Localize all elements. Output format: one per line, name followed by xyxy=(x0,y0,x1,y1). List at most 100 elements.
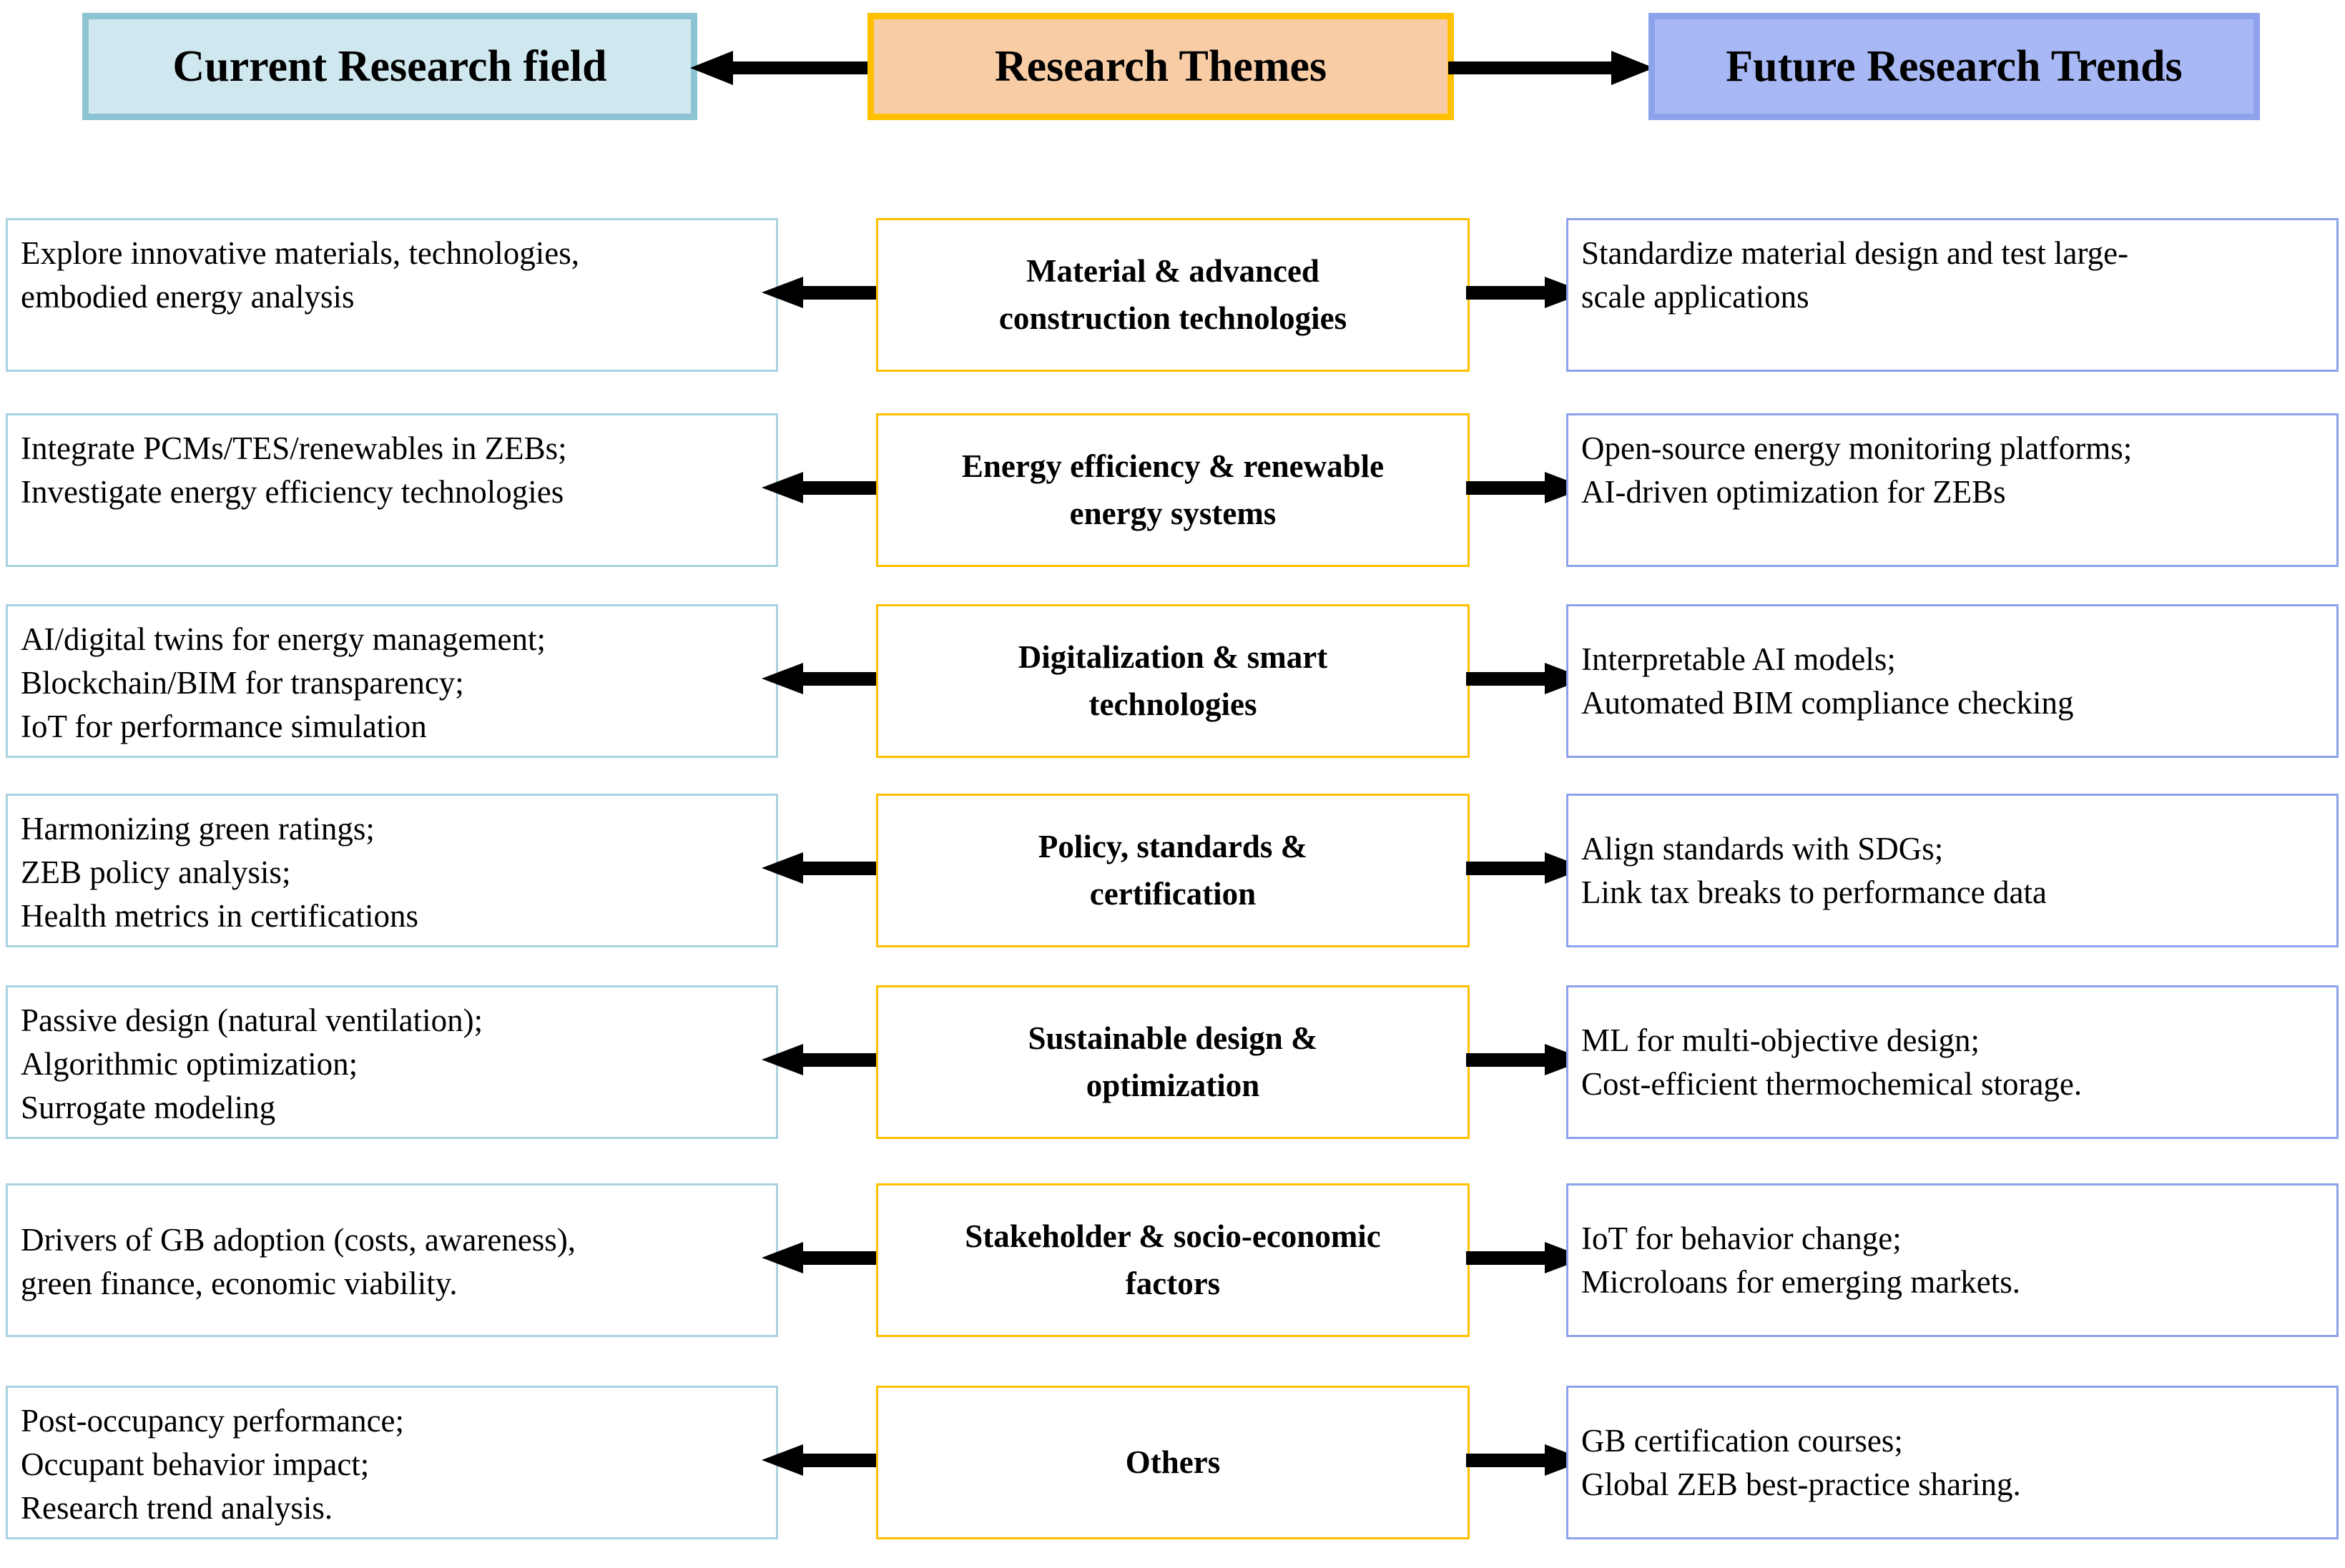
future-trend-cell[interactable]: Open-source energy monitoring platforms;… xyxy=(1566,413,2339,567)
arrow-shaft xyxy=(1466,1053,1546,1067)
text-line: Material & advanced xyxy=(1026,253,1319,290)
text-line: factors xyxy=(1125,1265,1221,1301)
current-research-text: Integrate PCMs/TES/renewables in ZEBs; I… xyxy=(21,427,766,514)
text-line: Automated BIM compliance checking xyxy=(1581,684,2074,721)
row-arrow-right-icon xyxy=(1466,663,1588,694)
text-line: Blockchain/BIM for transparency; xyxy=(21,664,464,701)
row-arrow-left-icon xyxy=(762,472,881,503)
future-trend-text: IoT for behavior change; Microloans for … xyxy=(1581,1197,2326,1304)
arrow-head-left-icon xyxy=(762,852,803,884)
text-line: green finance, economic viability. xyxy=(21,1265,458,1301)
arrow-head-left-icon xyxy=(762,1242,803,1273)
row-arrow-right-icon xyxy=(1466,1242,1588,1273)
research-theme-cell[interactable]: Digitalization & smart technologies xyxy=(876,604,1470,758)
arrow-head-left-icon xyxy=(690,51,733,85)
future-trend-cell[interactable]: IoT for behavior change; Microloans for … xyxy=(1566,1183,2339,1337)
arrow-shaft xyxy=(801,672,881,686)
text-line: GB certification courses; xyxy=(1581,1423,1903,1459)
text-line: IoT for performance simulation xyxy=(21,708,427,744)
text-line: ZEB policy analysis; xyxy=(21,854,291,890)
text-line: embodied energy analysis xyxy=(21,278,355,315)
current-research-cell[interactable]: Integrate PCMs/TES/renewables in ZEBs; I… xyxy=(6,413,778,567)
arrow-shaft xyxy=(727,61,877,74)
research-theme-text: Energy efficiency & renewable energy sys… xyxy=(943,443,1402,537)
text-line: Microloans for emerging markets. xyxy=(1581,1263,2021,1300)
arrow-shaft xyxy=(1466,1454,1546,1467)
header-band: Current Research field Research Themes F… xyxy=(0,0,2345,136)
current-research-cell[interactable]: Harmonizing green ratings; ZEB policy an… xyxy=(6,794,778,947)
text-line: Others xyxy=(1125,1444,1221,1480)
research-theme-text: Others xyxy=(1107,1439,1239,1486)
future-trend-cell[interactable]: GB certification courses; Global ZEB bes… xyxy=(1566,1386,2339,1539)
text-line: ML for multi-objective design; xyxy=(1581,1022,1980,1058)
text-line: technologies xyxy=(1088,686,1257,722)
future-trend-text: Align standards with SDGs; Link tax brea… xyxy=(1581,807,2326,914)
future-trend-text: ML for multi-objective design; Cost-effi… xyxy=(1581,999,2326,1106)
current-research-cell[interactable]: Drivers of GB adoption (costs, awareness… xyxy=(6,1183,778,1337)
future-trend-cell[interactable]: ML for multi-objective design; Cost-effi… xyxy=(1566,985,2339,1139)
text-line: Post-occupancy performance; xyxy=(21,1403,405,1439)
text-line: Surrogate modeling xyxy=(21,1089,276,1125)
current-research-cell[interactable]: AI/digital twins for energy management; … xyxy=(6,604,778,758)
current-research-text: Passive design (natural ventilation); Al… xyxy=(21,999,766,1129)
arrow-shaft xyxy=(1466,481,1546,495)
arrow-shaft xyxy=(801,862,881,875)
header-current-research-field[interactable]: Current Research field xyxy=(82,13,697,120)
arrow-head-left-icon xyxy=(762,277,803,308)
header-arrow-to-right-icon xyxy=(1448,51,1656,85)
text-line: Cost-efficient thermochemical storage. xyxy=(1581,1065,2083,1102)
current-research-cell[interactable]: Passive design (natural ventilation); Al… xyxy=(6,985,778,1139)
research-theme-cell[interactable]: Sustainable design & optimization xyxy=(876,985,1470,1139)
header-future-research-trends[interactable]: Future Research Trends xyxy=(1648,13,2260,120)
text-line: Investigate energy efficiency technologi… xyxy=(21,473,564,510)
row-arrow-left-icon xyxy=(762,663,881,694)
text-line: AI/digital twins for energy management; xyxy=(21,621,546,657)
text-line: Drivers of GB adoption (costs, awareness… xyxy=(21,1222,576,1258)
row-arrow-left-icon xyxy=(762,1044,881,1075)
research-theme-cell[interactable]: Others xyxy=(876,1386,1470,1539)
text-line: Stakeholder & socio-economic xyxy=(965,1218,1381,1255)
header-arrow-to-left-icon xyxy=(690,51,877,85)
current-research-cell[interactable]: Post-occupancy performance; Occupant beh… xyxy=(6,1386,778,1539)
header-research-themes[interactable]: Research Themes xyxy=(867,13,1454,120)
text-line: Research trend analysis. xyxy=(21,1489,333,1526)
current-research-text: Harmonizing green ratings; ZEB policy an… xyxy=(21,807,766,937)
text-line: Global ZEB best-practice sharing. xyxy=(1581,1466,2021,1502)
current-research-text: Drivers of GB adoption (costs, awareness… xyxy=(21,1197,766,1306)
text-line: Passive design (natural ventilation); xyxy=(21,1002,483,1038)
text-line: Harmonizing green ratings; xyxy=(21,811,375,847)
arrow-head-left-icon xyxy=(762,1044,803,1075)
header-center-label: Research Themes xyxy=(994,41,1327,91)
arrow-head-left-icon xyxy=(762,472,803,503)
text-line: Algorithmic optimization; xyxy=(21,1045,358,1082)
arrow-shaft xyxy=(1448,61,1613,74)
current-research-text: AI/digital twins for energy management; … xyxy=(21,618,766,748)
text-line: Link tax breaks to performance data xyxy=(1581,874,2047,910)
text-line: Policy, standards & xyxy=(1038,829,1308,865)
row-arrow-left-icon xyxy=(762,1242,881,1273)
text-line: Sustainable design & xyxy=(1028,1020,1318,1057)
research-theme-cell[interactable]: Policy, standards & certification xyxy=(876,794,1470,947)
research-theme-cell[interactable]: Energy efficiency & renewable energy sys… xyxy=(876,413,1470,567)
current-research-text: Explore innovative materials, technologi… xyxy=(21,232,766,319)
future-trend-cell[interactable]: Standardize material design and test lar… xyxy=(1566,218,2339,372)
arrow-head-right-icon xyxy=(1611,51,1654,85)
future-trend-cell[interactable]: Interpretable AI models; Automated BIM c… xyxy=(1566,604,2339,758)
text-line: construction technologies xyxy=(998,300,1347,336)
current-research-cell[interactable]: Explore innovative materials, technologi… xyxy=(6,218,778,372)
text-line: optimization xyxy=(1086,1067,1260,1103)
arrow-shaft xyxy=(1466,1251,1546,1265)
research-theme-text: Digitalization & smart technologies xyxy=(1000,634,1346,728)
text-line: Open-source energy monitoring platforms; xyxy=(1581,430,2133,466)
text-line: AI-driven optimization for ZEBs xyxy=(1581,473,2006,510)
arrow-shaft xyxy=(801,1251,881,1265)
text-line: scale applications xyxy=(1581,278,1809,315)
future-trend-cell[interactable]: Align standards with SDGs; Link tax brea… xyxy=(1566,794,2339,947)
research-theme-text: Stakeholder & socio-economic factors xyxy=(946,1213,1400,1307)
arrow-shaft xyxy=(801,286,881,300)
future-trend-text: GB certification courses; Global ZEB bes… xyxy=(1581,1399,2326,1507)
text-line: Standardize material design and test lar… xyxy=(1581,235,2129,271)
research-theme-cell[interactable]: Stakeholder & socio-economic factors xyxy=(876,1183,1470,1337)
research-theme-cell[interactable]: Material & advanced construction technol… xyxy=(876,218,1470,372)
row-arrow-left-icon xyxy=(762,277,881,308)
